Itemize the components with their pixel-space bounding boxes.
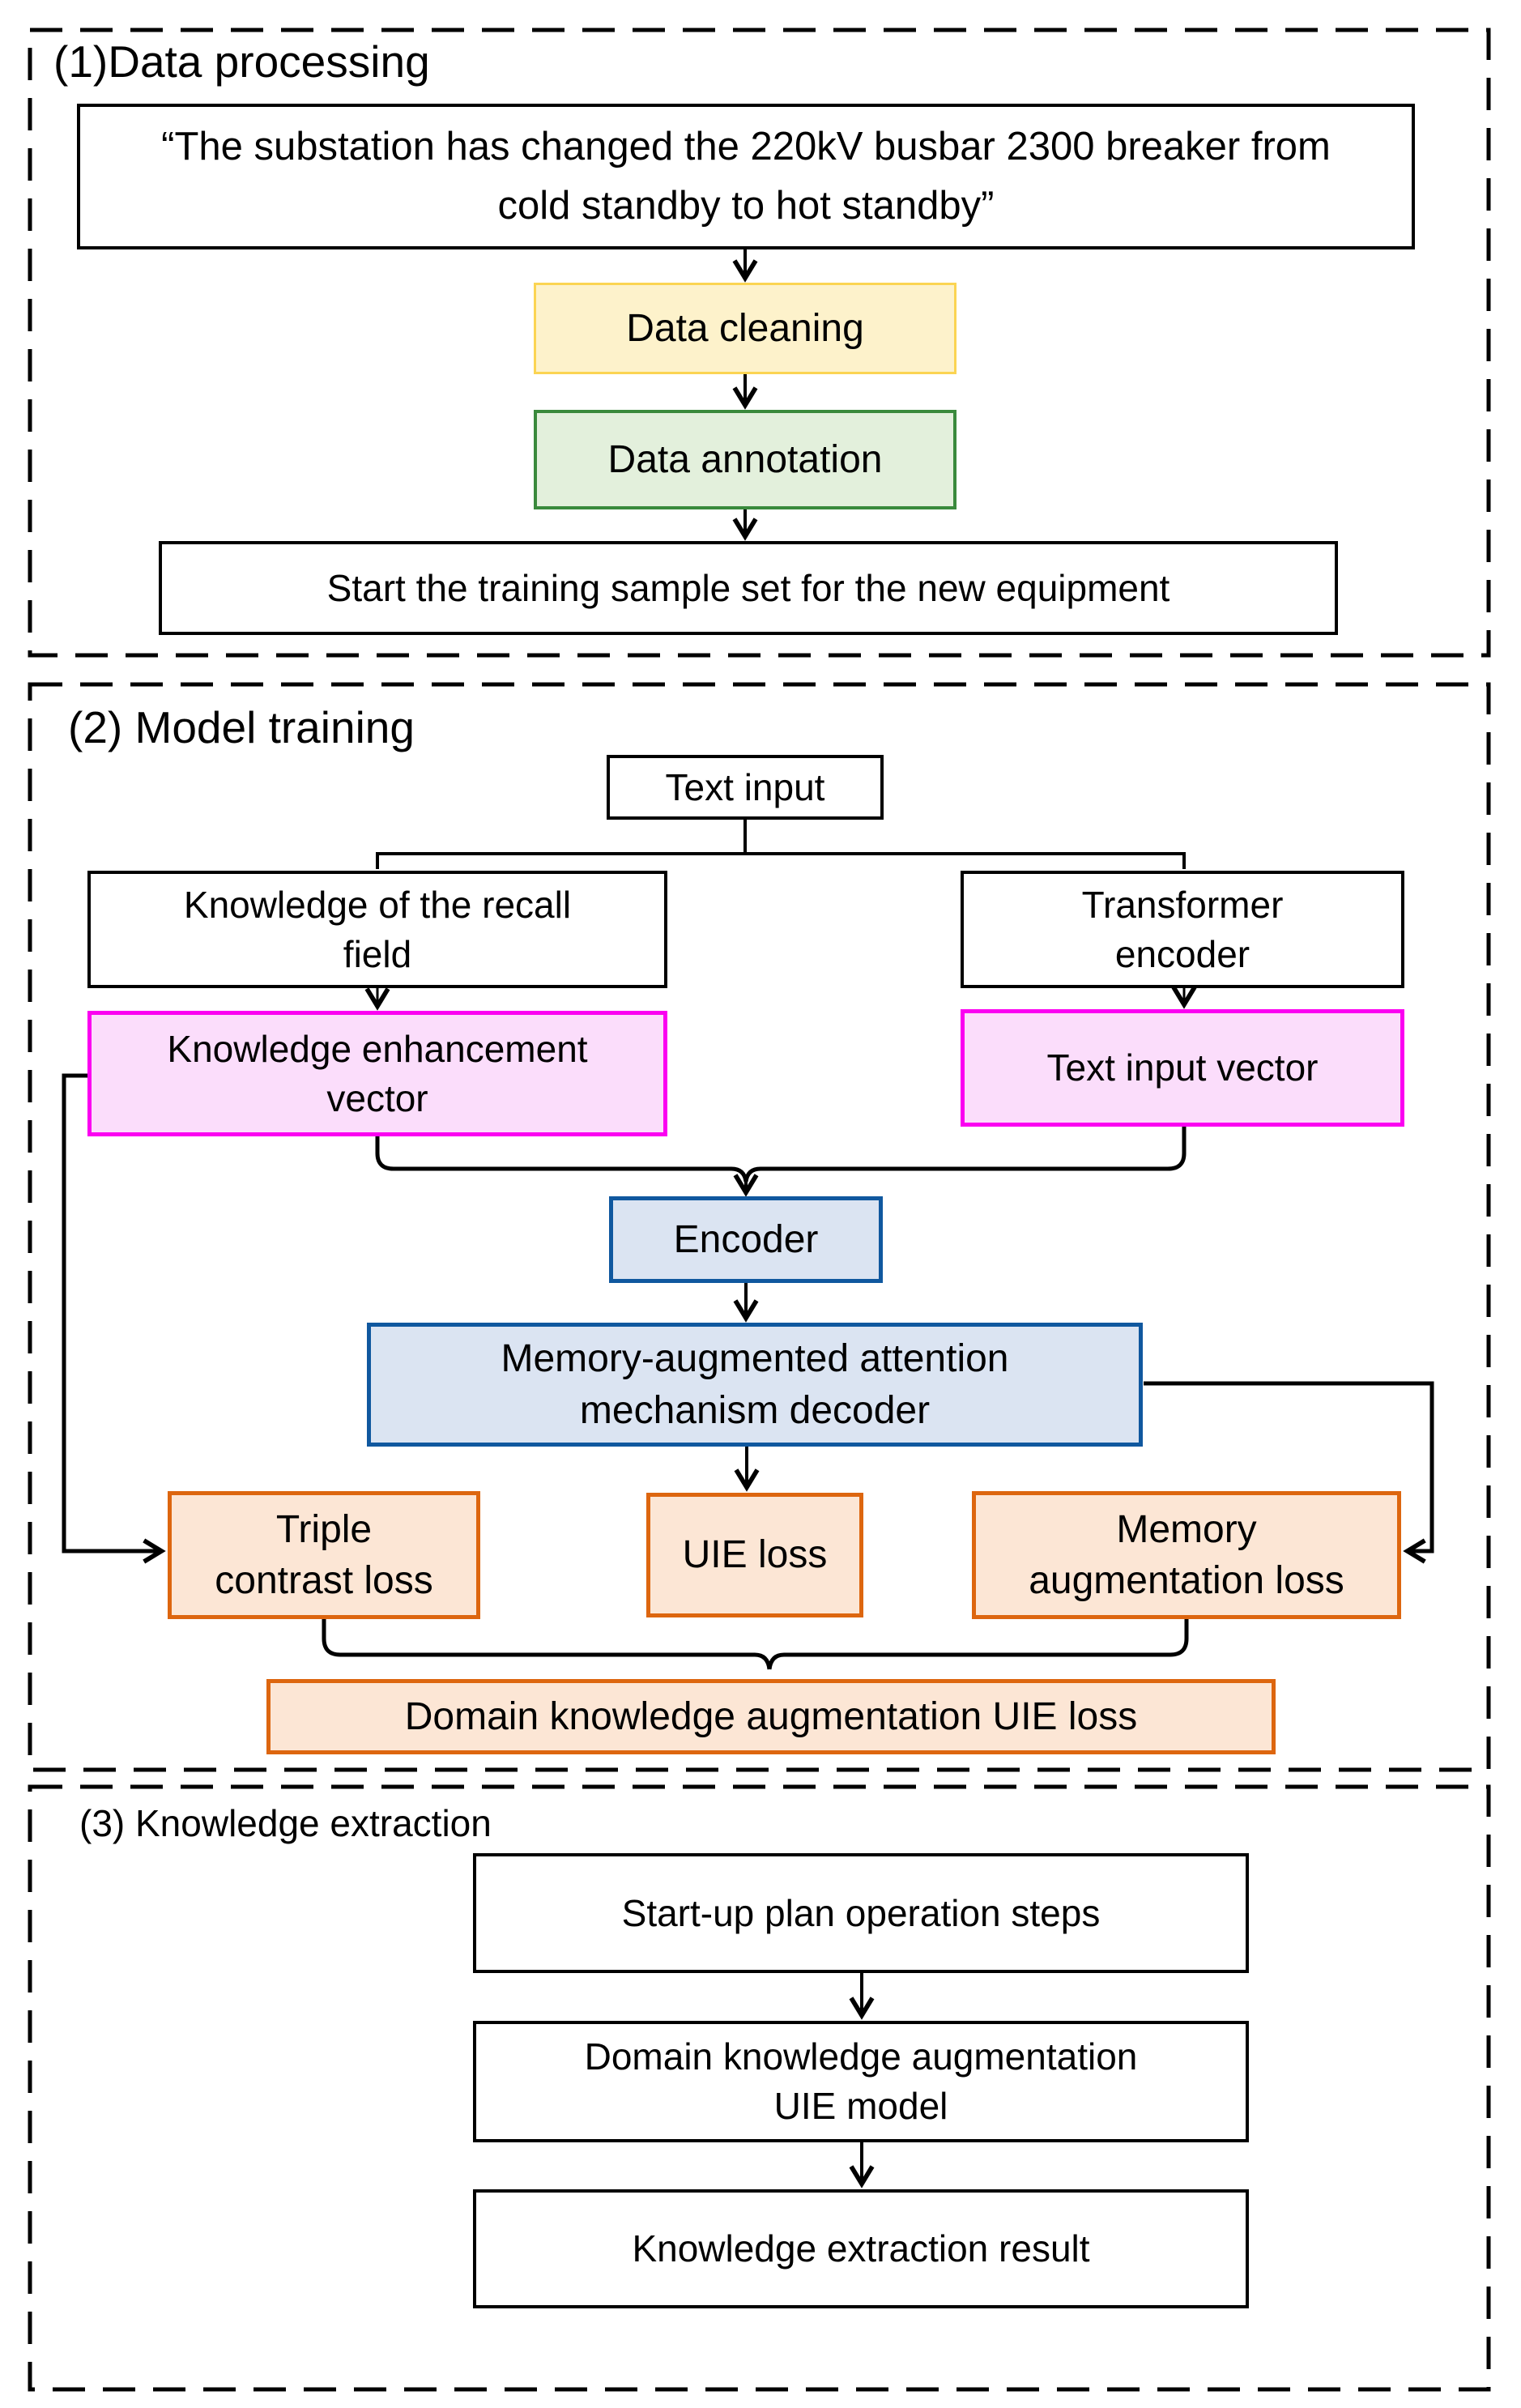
data-annotation-box: Data annotation — [534, 410, 956, 509]
feedback-decoder-to-memory — [1144, 1381, 1434, 1564]
text-input-vector-box: Text input vector — [961, 1009, 1404, 1127]
encoder-box: Encoder — [609, 1196, 883, 1283]
section3-frame — [28, 1784, 1491, 2392]
feedback-kev-to-triple — [62, 1073, 166, 1564]
decoder-box: Memory-augmented attention mechanism dec… — [367, 1323, 1143, 1447]
memory-augmentation-loss-box: Memory augmentation loss — [972, 1491, 1401, 1619]
text-input-box: Text input — [607, 755, 884, 820]
input-sentence-box: “The substation has changed the 220kV bu… — [77, 104, 1415, 249]
training-sample-output-box: Start the training sample set for the ne… — [159, 541, 1338, 635]
uie-loss-box: UIE loss — [646, 1493, 863, 1617]
extraction-result-box: Knowledge extraction result — [473, 2189, 1249, 2308]
startup-plan-box: Start-up plan operation steps — [473, 1853, 1249, 1973]
knowledge-recall-box: Knowledge of the recall field — [87, 871, 667, 988]
data-cleaning-box: Data cleaning — [534, 283, 956, 374]
section2-frame — [28, 682, 1491, 1772]
section1-frame — [28, 28, 1491, 658]
merge-brace-to-domain-loss — [322, 1619, 1189, 1670]
domain-loss-box: Domain knowledge augmentation UIE loss — [266, 1679, 1276, 1754]
section1-title: (1)Data processing — [53, 36, 430, 87]
section2-title: (2) Model training — [68, 702, 415, 752]
section3-title: (3) Knowledge extraction — [79, 1802, 492, 1844]
split-connector — [376, 820, 1186, 869]
transformer-encoder-box: Transformer encoder — [961, 871, 1404, 988]
knowledge-enhancement-vector-box: Knowledge enhancement vector — [87, 1011, 667, 1136]
uie-model-box: Domain knowledge augmentation UIE model — [473, 2021, 1249, 2142]
triple-contrast-loss-box: Triple contrast loss — [168, 1491, 480, 1619]
